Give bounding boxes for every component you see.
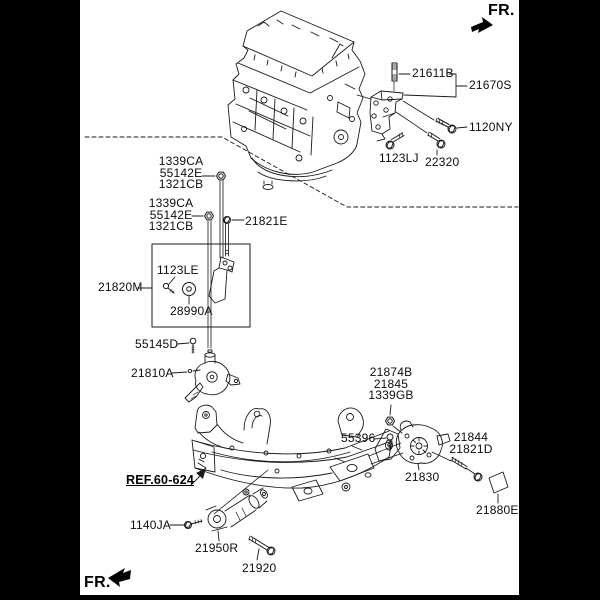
- nut-upper-2-illustration: [191, 211, 214, 221]
- callout-lines-21611b-21670s: [398, 73, 468, 98]
- label-part-21880e: 21880E: [476, 503, 519, 517]
- bolt-21920-illustration: [248, 535, 276, 561]
- bolt-1123lj-illustration: [385, 132, 405, 150]
- fr-direction-label-top: FR.: [488, 2, 515, 19]
- rollrod-21950r-illustration: [205, 487, 268, 542]
- support-bracket-illustration: [208, 256, 235, 304]
- subframe-illustration: [191, 404, 401, 515]
- screw-55396-illustration: [373, 433, 394, 453]
- bushing-28990a-illustration: [182, 282, 196, 305]
- label-part-21821d: 21821D: [449, 441, 493, 456]
- mount-21830-illustration: [368, 420, 451, 471]
- stud-21611b-illustration: [391, 62, 398, 92]
- label-stack-right-mount-fasteners: 21874B 21845 1339GB: [364, 365, 418, 402]
- label-stack-right-mount-bolt: 21844 21821D: [449, 430, 493, 456]
- label-part-1339ca-1: 1339CA: [158, 154, 204, 168]
- label-part-21670s: 21670S: [469, 78, 512, 92]
- label-part-1339gb: 1339GB: [368, 388, 414, 402]
- label-part-21844: 21844: [453, 430, 489, 444]
- label-part-21920: 21920: [242, 561, 277, 575]
- label-part-1339ca-2: 1339CA: [148, 196, 194, 210]
- label-part-1123le: 1123LE: [157, 263, 199, 277]
- label-part-21820m: 21820M: [98, 280, 143, 294]
- bracket-21670s-illustration: [369, 90, 404, 142]
- fr-arrow-bottom-icon: [108, 568, 131, 587]
- label-part-21611b: 21611B: [412, 66, 454, 80]
- label-part-21845: 21845: [373, 376, 409, 391]
- nut-1339gb-illustration: [385, 404, 403, 434]
- label-part-1123lj: 1123LJ: [379, 151, 419, 165]
- ref-60-624-link[interactable]: REF.60-624: [126, 473, 195, 487]
- plate-21880e-illustration: [488, 471, 509, 504]
- screw-1123le-illustration: [162, 276, 176, 294]
- fr-direction-label-bottom: FR.: [84, 574, 111, 591]
- label-part-55145d: 55145D: [135, 337, 179, 351]
- label-stack-upper-fasteners-2: 1339CA 55142E 1321CB: [144, 196, 198, 233]
- bolt-1140ja-illustration: [169, 519, 203, 529]
- fr-arrow-top-icon: [471, 17, 493, 33]
- label-part-55142e-1: 55142E: [159, 165, 203, 180]
- label-part-22320: 22320: [425, 155, 460, 169]
- label-part-21810a: 21810A: [131, 366, 174, 380]
- diagram-paper: [80, 0, 519, 595]
- bolt-22320-illustration: [427, 131, 446, 156]
- bolt-21844-illustration: [431, 451, 483, 482]
- label-part-21821e: 21821E: [245, 214, 288, 228]
- nut-upper-1-illustration: [201, 171, 226, 181]
- label-part-55396: 55396: [341, 431, 376, 445]
- mount-stud-shaft-lines: [207, 180, 224, 349]
- label-part-28990a: 28990A: [170, 304, 213, 318]
- bolt-1120ny-illustration: [435, 117, 468, 134]
- label-part-1120ny: 1120NY: [469, 120, 513, 134]
- label-part-21830: 21830: [405, 470, 440, 484]
- engine-illustration: [227, 10, 372, 190]
- label-part-1321cb-2: 1321CB: [148, 219, 194, 233]
- ref-callout-arrow: [190, 468, 206, 486]
- bolt-axis-guide-lines: [395, 100, 435, 134]
- screw-55145d-illustration: [176, 337, 197, 354]
- bolt-21821e-illustration: [223, 216, 245, 257]
- label-part-21874b: 21874B: [369, 365, 413, 379]
- label-part-1321cb-1: 1321CB: [158, 177, 204, 191]
- label-part-21950r: 21950R: [195, 541, 239, 555]
- mount-21810a-illustration: [171, 349, 241, 403]
- group-box-21820m: [137, 243, 251, 328]
- label-part-55142e-2: 55142E: [149, 207, 193, 222]
- label-stack-upper-fasteners-1: 1339CA 55142E 1321CB: [154, 154, 208, 191]
- section-boundary-dashed-line: [84, 136, 519, 208]
- label-part-1140ja: 1140JA: [130, 518, 172, 532]
